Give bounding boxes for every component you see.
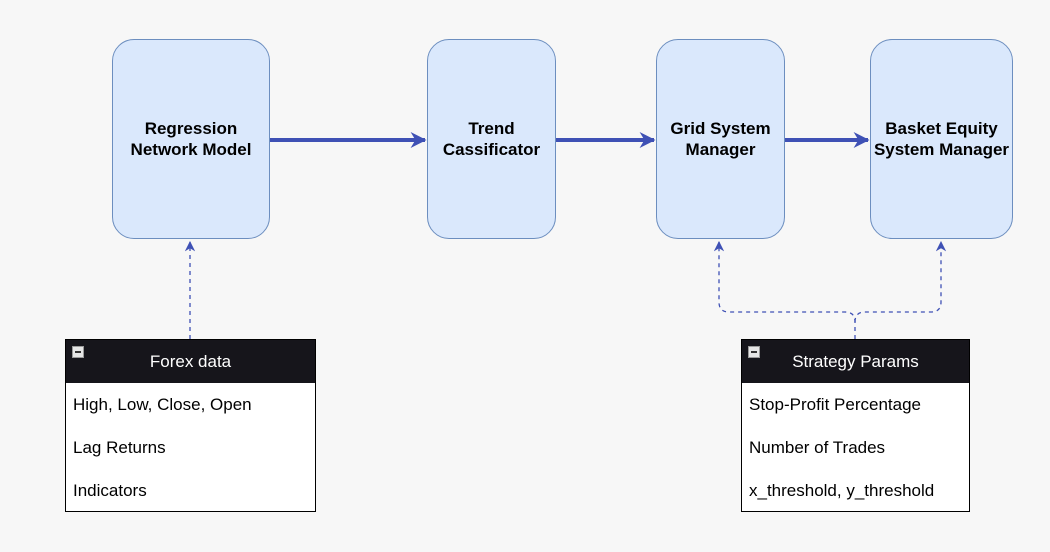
strategy-params-header: Strategy Params [742,340,969,383]
node-label: Basket Equity System Manager [873,119,1010,159]
trend-classificator-node[interactable]: Trend Cassificator [427,39,556,239]
strategy-params-row: x_threshold, y_threshold [749,480,935,500]
node-label: Grid System Manager [670,119,771,159]
forex-data-row: High, Low, Close, Open [73,394,252,414]
grid-system-manager-node[interactable]: Grid System Manager [656,39,785,239]
strategy-params-row: Number of Trades [749,437,886,457]
regression-network-model-node[interactable]: Regression Network Model [112,39,270,239]
node-label: Regression Network Model [130,119,252,159]
strategy-params-table[interactable]: Strategy Params Stop-Profit Percentage N… [741,339,970,512]
forex-data-title: Forex data [149,351,232,371]
forex-data-header: Forex data [66,340,315,383]
basket-equity-system-manager-node[interactable]: Basket Equity System Manager [870,39,1013,239]
strategy-params-title: Strategy Params [792,351,919,371]
forex-data-row: Lag Returns [73,437,166,457]
node-label: Trend Cassificator [442,119,541,159]
collapse-icon[interactable] [72,346,84,358]
strategy-params-row: Stop-Profit Percentage [749,394,921,414]
forex-data-row: Indicators [73,480,147,500]
collapse-icon[interactable] [748,346,760,358]
forex-data-table[interactable]: Forex data High, Low, Close, Open Lag Re… [65,339,316,512]
dashed-arrow-params-to-basket [854,240,947,323]
dashed-arrow-params-to-grid [713,240,856,339]
